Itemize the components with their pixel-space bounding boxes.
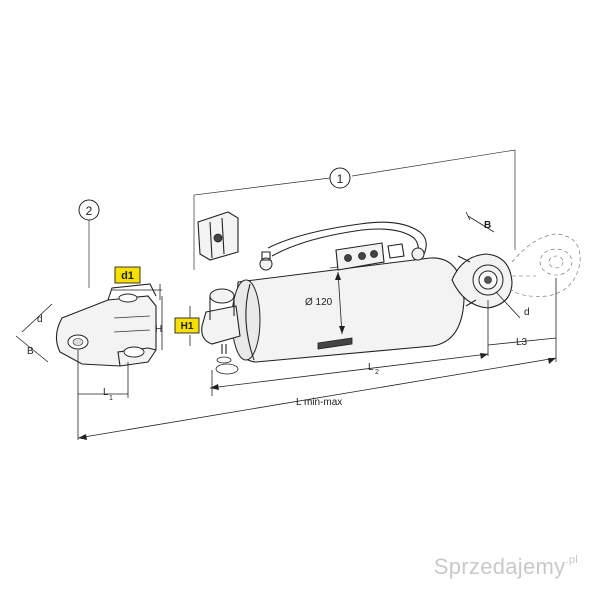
dim-L2-label: L [368,362,374,373]
trunnion-ghost [511,233,581,297]
fitting-detail-inset [197,211,239,261]
dim-d-left-label: d [37,314,43,325]
dim-L1-sub: 1 [109,395,113,402]
dim-L1-label: L [103,387,109,398]
h1-label: H1 [181,321,194,332]
d1-label-box [114,266,141,284]
dim-L2-sub: 2 [375,369,379,376]
diameter-label: Ø 120 [305,297,333,308]
dim-L2-line [209,353,489,389]
dim-d-left [21,303,53,333]
hydraulic-pipes [259,221,427,271]
dim-Lminmax-label: L min-max [296,397,342,408]
h1-label-box [174,317,200,334]
rod-end-eye [451,253,513,309]
dim-d-right [495,291,521,319]
dim-B-right [467,215,495,233]
diameter-dim-line [337,271,343,335]
callout-label-1: 1 [337,172,344,186]
dim-B-left-label: B [27,346,34,357]
cylinder-body [231,257,465,363]
watermark-logo: Sprzedajemy.pl [433,554,578,579]
dim-B-left [15,335,49,363]
dim-d-right-label: d [524,307,530,318]
cylinder-head [201,288,241,375]
dim-H-label: H [155,324,162,335]
dim-Lminmax-line [77,357,557,439]
dim-L3-label: L3 [516,337,528,348]
dim-L3-line [487,337,557,346]
assembly-bracket [193,149,516,270]
clevis-fork [55,283,157,367]
dim-B-right-label: B [484,220,491,231]
callout-circle-1 [329,167,351,189]
d1-label: d1 [121,270,134,282]
callout-label-2: 2 [86,204,93,218]
